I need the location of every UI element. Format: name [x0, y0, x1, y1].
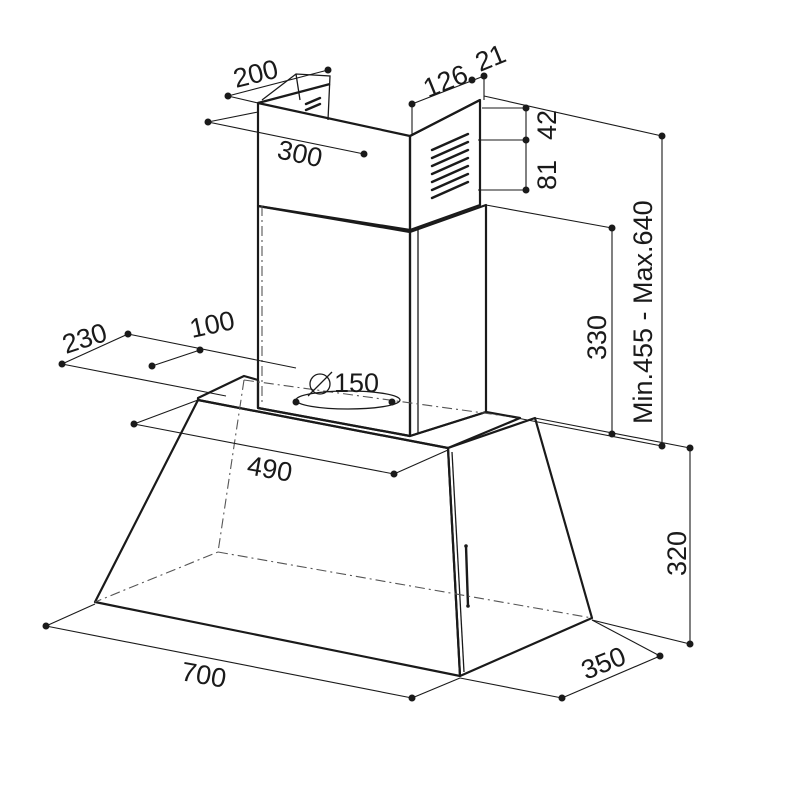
label-canopy-depth: 350 [577, 641, 630, 686]
label-canopy-height: 320 [662, 531, 692, 576]
label-vent-offset: 21 [471, 38, 510, 77]
label-chimney-top-depth: 200 [230, 54, 281, 94]
hidden-lines [94, 206, 593, 619]
label-chimney-top-width: 300 [275, 135, 325, 174]
label-vent-height-lower: 81 [532, 160, 562, 190]
chimney-vent-grille [430, 132, 470, 200]
canopy-front-face [93, 398, 462, 678]
label-canopy-top-width: 490 [245, 450, 295, 487]
canopy [93, 374, 594, 678]
air-outlet [292, 371, 401, 410]
lower-chimney-side [408, 203, 488, 438]
label-canopy-width: 700 [179, 656, 229, 693]
label-chimney-lower-height: 330 [582, 315, 612, 360]
label-outlet-diameter: 150 [334, 368, 379, 398]
dimension-lines [42, 66, 694, 702]
label-outlet-offset-side: 100 [187, 305, 237, 344]
control-strip [464, 544, 470, 608]
lower-chimney-front [256, 204, 412, 438]
label-vent-width: 126 [419, 59, 472, 104]
label-vent-height-upper: 42 [532, 110, 562, 140]
label-chimney-range: Min.455 - Max.640 [628, 200, 658, 424]
label-outlet-offset-depth: 230 [59, 317, 111, 359]
outlet-marker-icon [309, 373, 331, 395]
canopy-side-face [446, 416, 594, 678]
wall-bracket [261, 73, 331, 121]
bracket-slots [304, 96, 322, 112]
